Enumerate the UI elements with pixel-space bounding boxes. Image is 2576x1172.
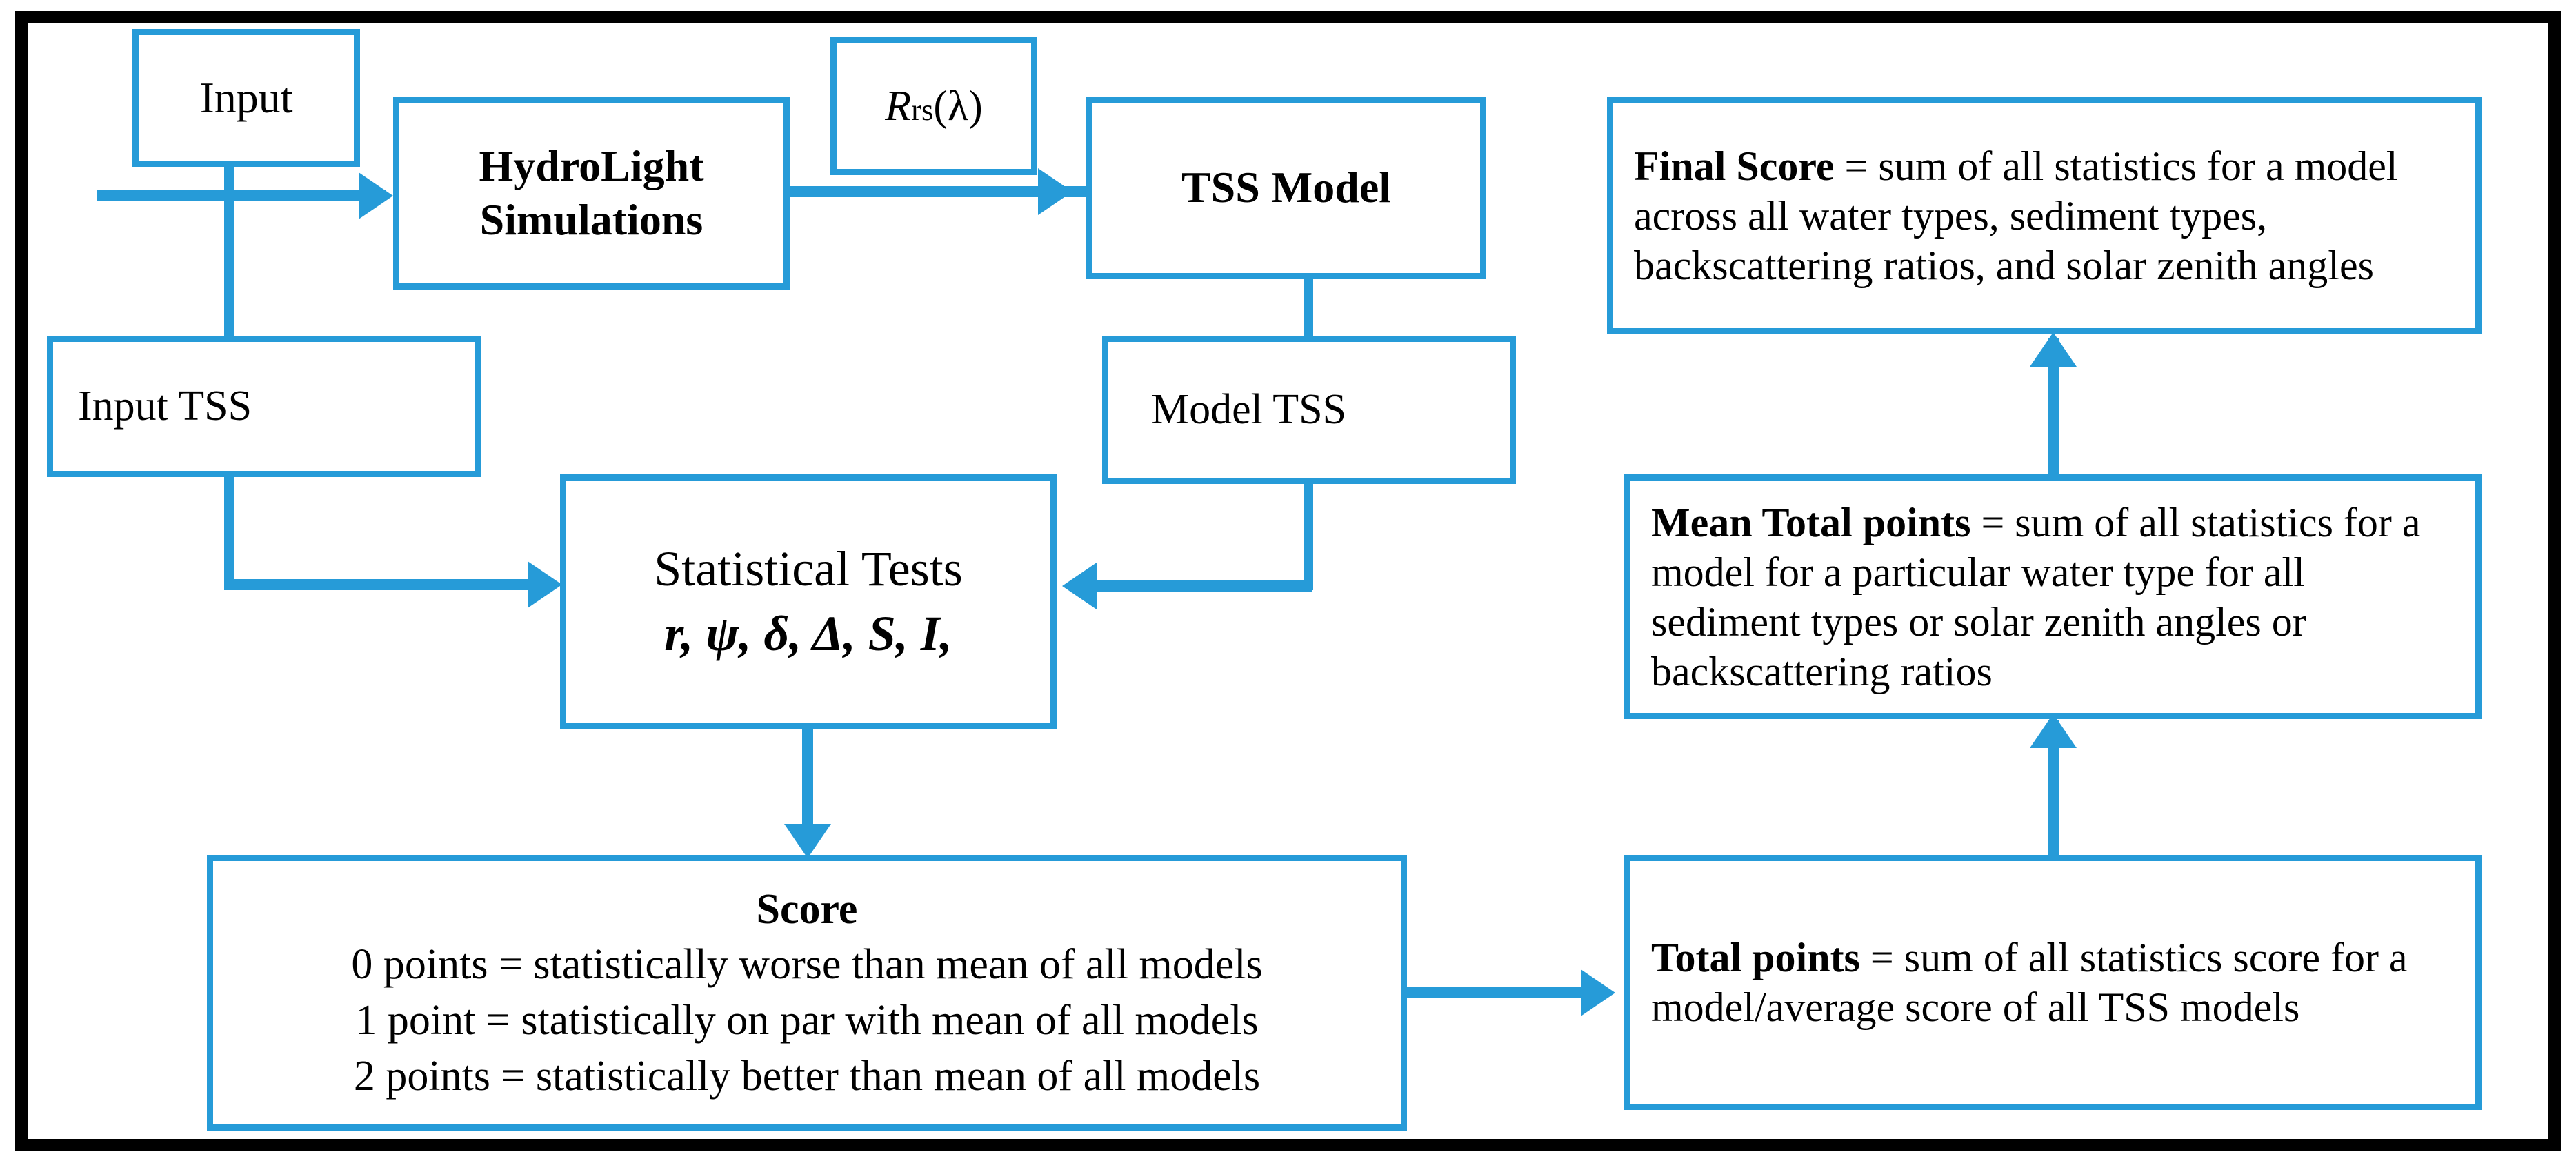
connector-modeltss-down-line bbox=[1304, 481, 1313, 590]
node-mean-total-points[interactable]: Mean Total points = sum of all statistic… bbox=[1624, 474, 2482, 719]
node-score[interactable]: Score 0 points = statistically worse tha… bbox=[207, 855, 1407, 1131]
connector-score-to-totalpoints-line bbox=[1406, 987, 1599, 998]
node-statistical-tests[interactable]: Statistical Tests r, ψ, δ, Δ, S, I, bbox=[560, 474, 1057, 729]
connector-input-to-hydrolight-arrowhead bbox=[359, 172, 393, 219]
node-mean-total-points-text: Mean Total points = sum of all statistic… bbox=[1651, 498, 2455, 696]
node-model-tss[interactable]: Model TSS bbox=[1102, 336, 1516, 484]
connector-hydrolight-to-tssmodel-arrowhead bbox=[1038, 168, 1072, 215]
node-input-tss[interactable]: Input TSS bbox=[47, 336, 481, 477]
node-input[interactable]: Input bbox=[132, 29, 360, 167]
node-mean-total-points-term: Mean Total points bbox=[1651, 499, 1971, 545]
node-statistical-tests-symbols: r, ψ, δ, Δ, S, I, bbox=[664, 606, 952, 661]
node-total-points-definition: = sum of all statistics score for a mode… bbox=[1651, 935, 2408, 1030]
node-final-score-text: Final Score = sum of all statistics for … bbox=[1634, 141, 2455, 290]
connector-inputtss-to-stattests-arrowhead bbox=[528, 561, 562, 608]
connector-meantotal-to-finalscore-arrowhead bbox=[2030, 332, 2077, 367]
node-final-score-term: Final Score bbox=[1634, 143, 1835, 189]
connector-inputtss-down-line bbox=[224, 474, 234, 586]
node-total-points[interactable]: Total points = sum of all statistics sco… bbox=[1624, 855, 2482, 1110]
node-mean-total-points-definition: = sum of all statistics for a model for … bbox=[1651, 499, 2421, 694]
node-input-label: Input bbox=[199, 72, 293, 122]
node-score-line-2: 2 points = statistically better than mea… bbox=[353, 1052, 1261, 1100]
node-input-tss-label: Input TSS bbox=[78, 383, 252, 430]
node-score-line-1: 1 point = statistically on par with mean… bbox=[355, 997, 1259, 1044]
connector-totalpoints-to-meantotal-arrowhead bbox=[2030, 714, 2077, 748]
connector-input-to-inputtss-line bbox=[224, 194, 234, 338]
node-rrs-expression: Rrs(λ) bbox=[837, 83, 1031, 130]
connector-tssmodel-to-modeltss-line bbox=[1304, 276, 1313, 341]
node-hydrolight-simulations[interactable]: HydroLight Simulations bbox=[393, 97, 790, 290]
connector-stattests-to-score-arrowhead bbox=[784, 824, 831, 858]
node-total-points-term: Total points bbox=[1651, 935, 1860, 980]
connector-totalpoints-to-meantotal-line bbox=[2048, 720, 2059, 858]
node-model-tss-label: Model TSS bbox=[1151, 386, 1347, 433]
rrs-symbol: R bbox=[885, 82, 912, 130]
connector-stattests-to-score-line bbox=[802, 727, 813, 831]
node-final-score-definition: = sum of all statistics for a model acro… bbox=[1634, 143, 2398, 288]
connector-modeltss-to-stattests-arrowhead bbox=[1062, 563, 1097, 609]
connector-hydrolight-to-tssmodel-line bbox=[790, 186, 1086, 197]
node-total-points-text: Total points = sum of all statistics sco… bbox=[1651, 933, 2455, 1032]
node-tss-model[interactable]: TSS Model bbox=[1086, 97, 1486, 279]
connector-input-to-hydrolight-line bbox=[97, 190, 386, 201]
node-hydrolight-line2: Simulations bbox=[479, 195, 703, 244]
rrs-subscript: rs bbox=[911, 92, 934, 127]
connector-score-to-totalpoints-arrowhead bbox=[1581, 969, 1615, 1016]
node-score-line-0: 0 points = statistically worse than mean… bbox=[351, 941, 1263, 989]
node-tss-model-label: TSS Model bbox=[1181, 163, 1392, 212]
connector-meantotal-to-finalscore-line bbox=[2048, 338, 2059, 476]
rrs-argument: (λ) bbox=[933, 82, 983, 130]
node-rrs-label[interactable]: Rrs(λ) bbox=[830, 37, 1037, 175]
node-score-title: Score bbox=[756, 885, 858, 933]
node-hydrolight-line1: HydroLight bbox=[479, 141, 704, 190]
node-statistical-tests-title: Statistical Tests bbox=[654, 541, 963, 597]
connector-modeltss-to-stattests-line bbox=[1097, 580, 1312, 592]
node-final-score[interactable]: Final Score = sum of all statistics for … bbox=[1607, 97, 2482, 334]
connector-inputtss-to-stattests-line bbox=[224, 579, 535, 590]
